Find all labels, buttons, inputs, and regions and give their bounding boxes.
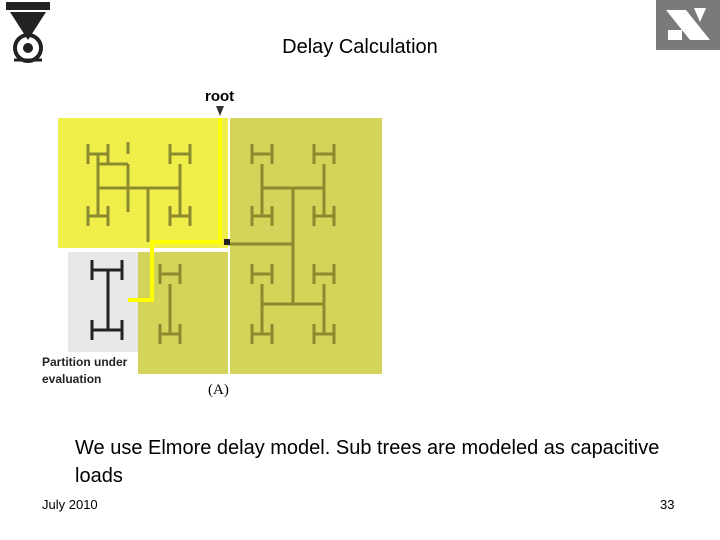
footer-date: July 2010 <box>42 497 98 512</box>
top-left-region <box>58 118 228 248</box>
partition-label-line-2: evaluation <box>42 372 102 386</box>
page-number: 33 <box>660 497 675 512</box>
body-text: We use Elmore delay model. Sub trees are… <box>75 437 660 487</box>
h-tree-figure <box>38 84 398 406</box>
partition-label-line-1: Partition under <box>42 355 128 369</box>
right-region <box>230 118 382 374</box>
technion-logo <box>0 0 56 66</box>
figure-caption: (A) <box>208 382 229 398</box>
root-label: root <box>205 88 235 105</box>
partition-label: Partition under evaluation <box>42 354 127 388</box>
partition-region <box>68 252 138 352</box>
institution-logo <box>656 0 720 52</box>
slide-title: Delay Calculation <box>282 36 438 58</box>
